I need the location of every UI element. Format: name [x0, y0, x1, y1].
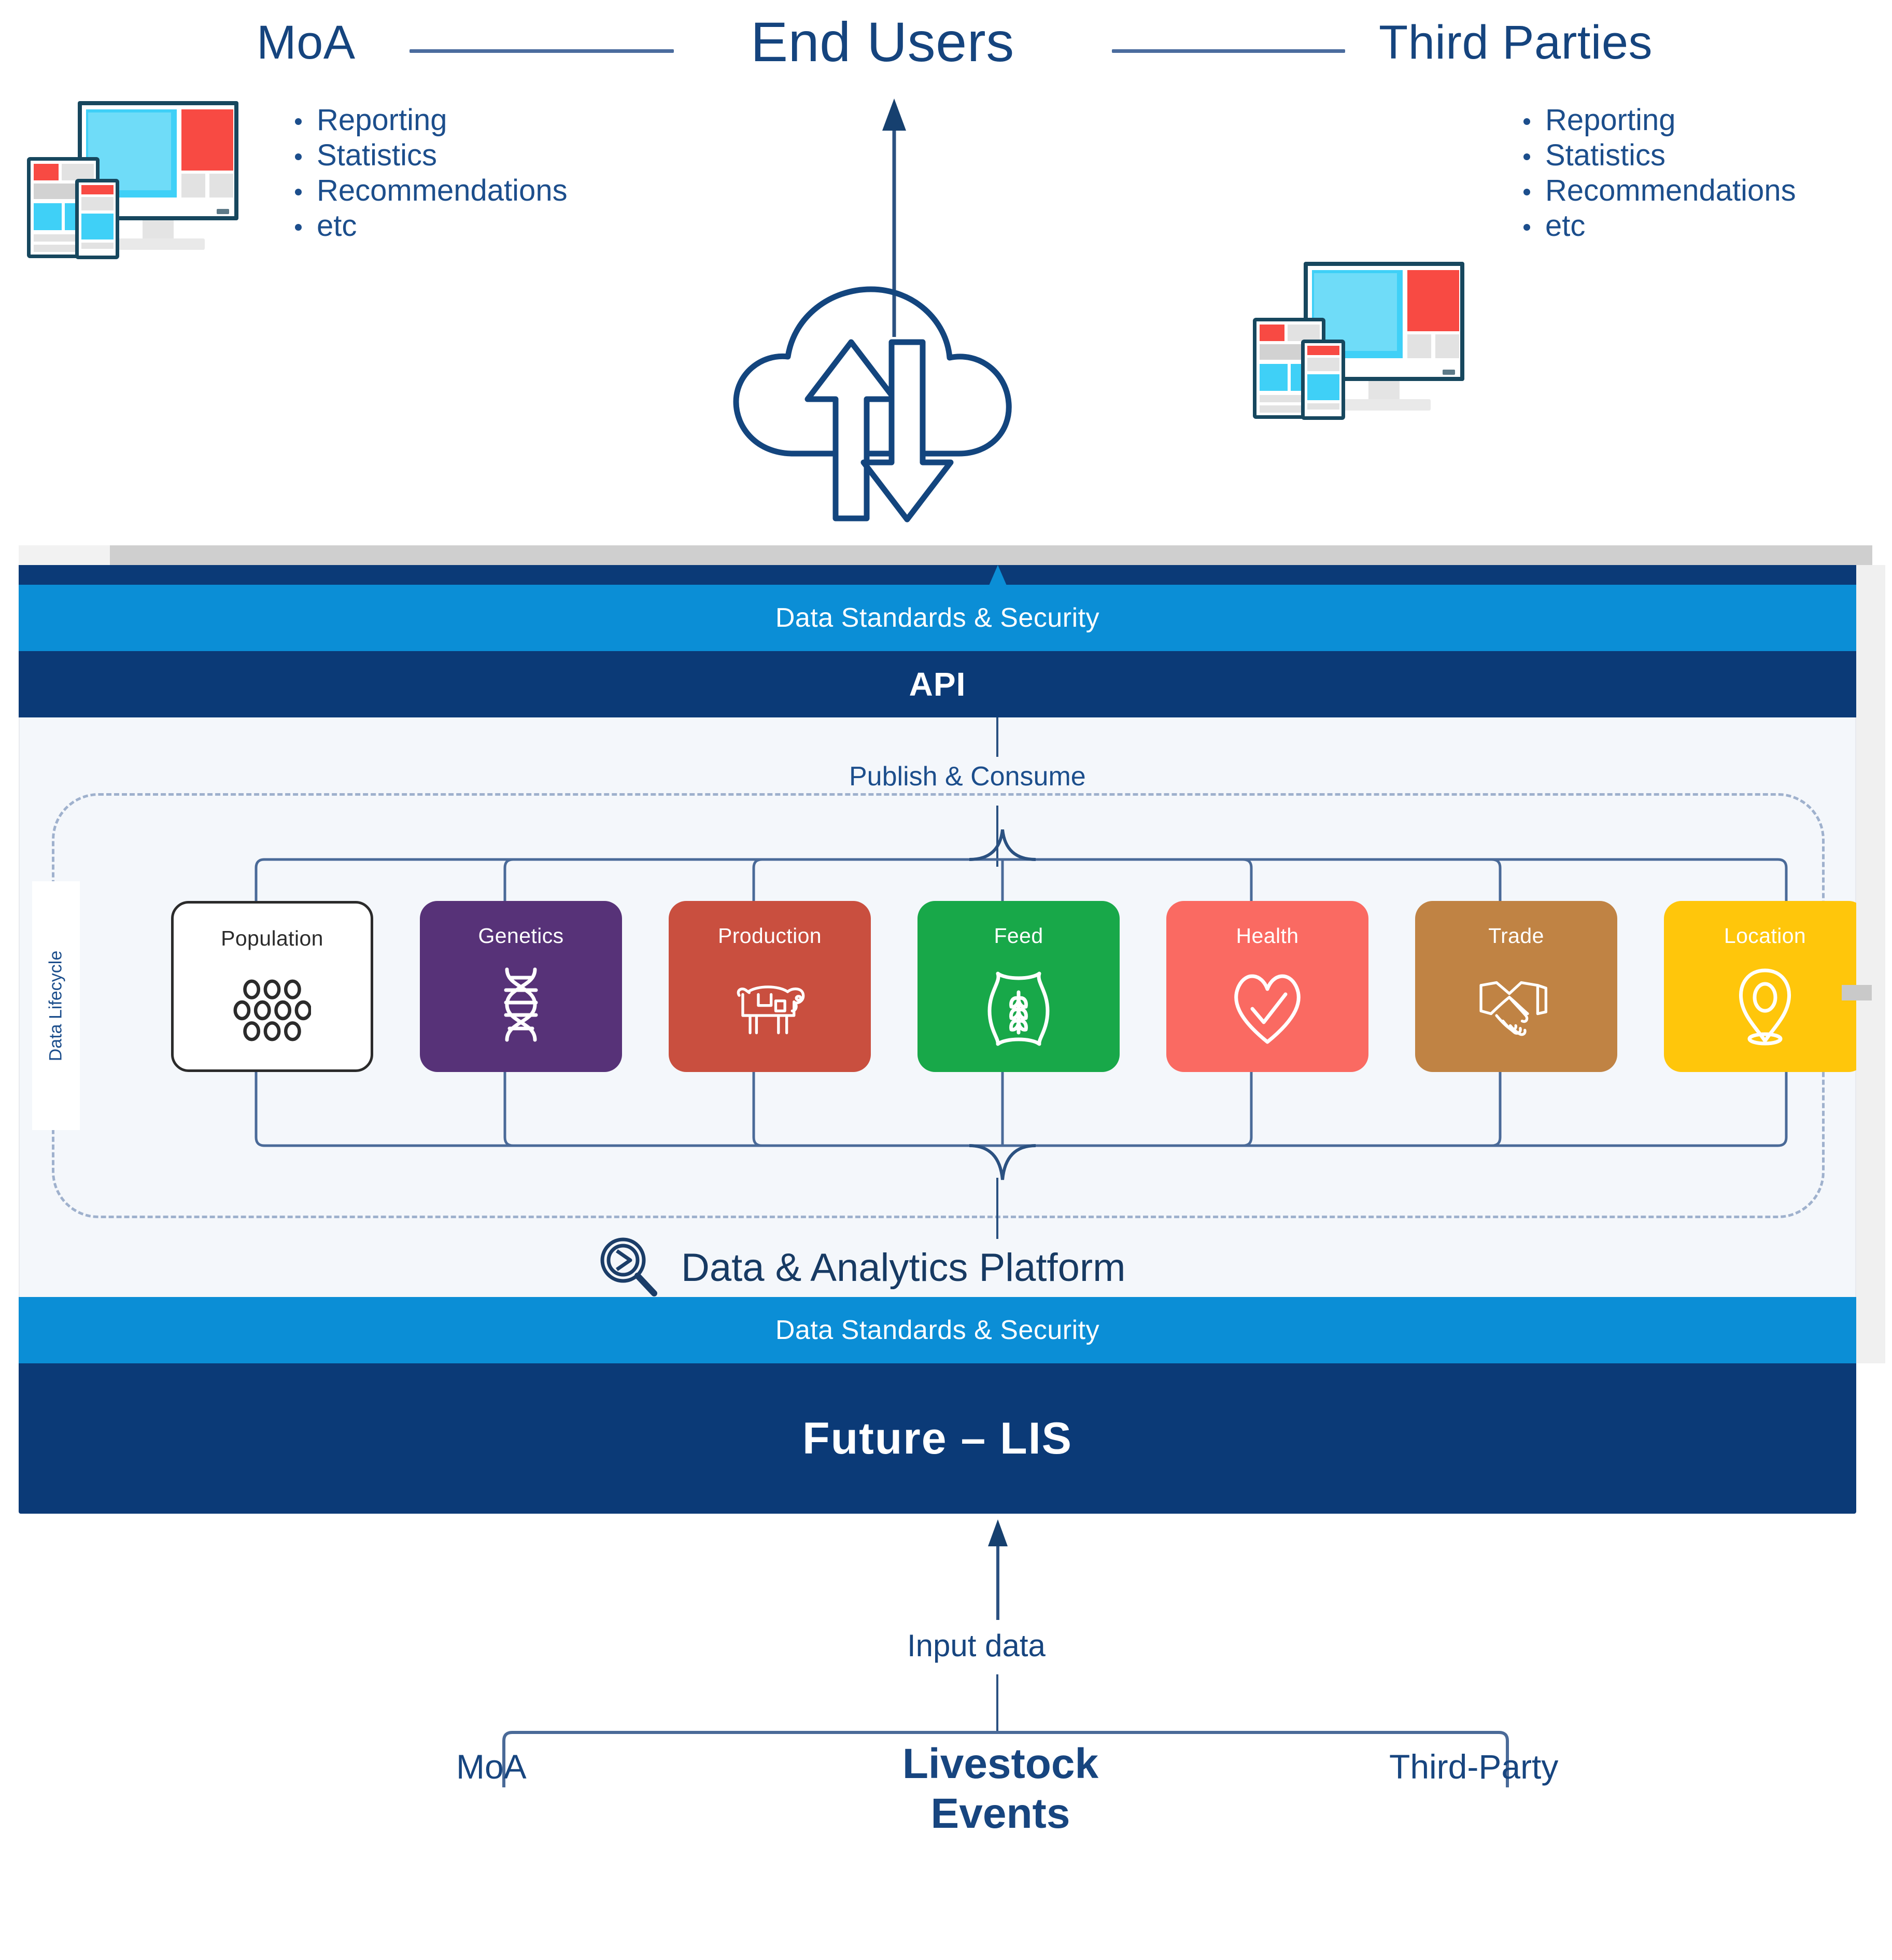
api-band[interactable]: API — [19, 651, 1856, 717]
data-analytics-platform-label: Data & Analytics Platform — [681, 1245, 1126, 1290]
api-to-publish-connector — [996, 717, 998, 757]
cloud-to-users-arrow — [882, 98, 906, 337]
publish-to-bus-connector — [996, 806, 998, 867]
third-parties-benefit-list: Reporting Statistics Recommendations etc — [1516, 103, 1796, 244]
data-lifecycle-label: Data Lifecycle — [46, 950, 66, 1061]
card-title: Trade — [1488, 924, 1544, 948]
data-analytics-platform-row[interactable]: Data & Analytics Platform — [596, 1234, 1125, 1301]
panel-right-scroll-thumb[interactable] — [1842, 985, 1872, 1000]
panel-top-navy-edge — [19, 565, 1856, 585]
list-item: Recommendations — [1516, 173, 1796, 208]
panel-right-scroll-track[interactable] — [1856, 565, 1885, 1363]
input-data-to-bracket — [996, 1674, 998, 1732]
top-bracket-connectors — [255, 829, 1788, 933]
moa-benefit-list: Reporting Statistics Recommendations etc — [288, 103, 568, 244]
dna-helix-icon — [482, 967, 560, 1047]
data-standards-band-bottom[interactable]: Data Standards & Security — [19, 1297, 1856, 1363]
data-standards-label-bottom: Data Standards & Security — [775, 1315, 1100, 1345]
card-title: Feed — [994, 924, 1043, 948]
grain-sack-icon — [980, 969, 1057, 1047]
future-lis-label: Future – LIS — [802, 1413, 1072, 1463]
population-dots-icon — [233, 971, 311, 1049]
card-title: Population — [221, 926, 323, 950]
card-title: Production — [717, 924, 822, 948]
domain-card-health[interactable]: Health — [1166, 901, 1368, 1072]
domain-card-trade[interactable]: Trade — [1415, 901, 1617, 1072]
panel-top-shadow — [110, 545, 1872, 566]
bottom-bracket-connectors — [255, 1072, 1788, 1180]
domain-card-production[interactable]: Production — [669, 901, 871, 1072]
bus-to-platform-connector — [996, 1178, 998, 1239]
third-parties-title: Third Parties — [1379, 16, 1653, 69]
domain-card-genetics[interactable]: Genetics — [420, 901, 622, 1072]
map-pin-icon — [1726, 968, 1804, 1047]
livestock-events-line1: Livestock — [902, 1740, 1099, 1787]
panel-corner-shadow — [19, 545, 112, 566]
data-standards-band-top[interactable]: Data Standards & Security — [19, 585, 1856, 651]
input-data-label: Input data — [907, 1628, 1046, 1663]
list-item: Reporting — [1516, 103, 1796, 138]
list-item: etc — [288, 208, 568, 244]
moa-title-rule — [410, 49, 674, 53]
list-item: Recommendations — [288, 173, 568, 208]
source-third-party-label: Third-Party — [1389, 1747, 1559, 1786]
domain-card-population[interactable]: Population — [171, 901, 373, 1072]
magnifier-analytics-icon — [596, 1235, 658, 1300]
list-item: etc — [1516, 208, 1796, 244]
domain-card-feed[interactable]: Feed — [917, 901, 1120, 1072]
input-data-arrow — [988, 1519, 1008, 1620]
phone-icon — [1301, 340, 1345, 420]
source-moa-label: MoA — [456, 1747, 527, 1786]
livestock-events-line2: Events — [930, 1790, 1070, 1837]
card-title: Genetics — [478, 924, 564, 948]
moa-device-cluster — [21, 96, 264, 259]
list-item: Statistics — [288, 138, 568, 173]
band-up-notch — [984, 565, 1011, 596]
third-parties-device-cluster — [1247, 257, 1490, 420]
third-parties-title-rule — [1112, 49, 1345, 53]
phone-icon — [75, 179, 119, 259]
api-label: API — [909, 666, 966, 703]
card-title: Health — [1236, 924, 1299, 948]
domain-card-location[interactable]: Location — [1664, 901, 1866, 1072]
list-item: Reporting — [288, 103, 568, 138]
cloud-sync-icon — [733, 286, 1012, 523]
heart-check-icon — [1229, 969, 1306, 1047]
livestock-events-label: Livestock Events — [876, 1739, 1125, 1839]
data-standards-label-top: Data Standards & Security — [775, 603, 1100, 633]
cloud-top-stub — [893, 259, 895, 288]
sources-bracket — [502, 1731, 1509, 1787]
list-item: Statistics — [1516, 138, 1796, 173]
data-lifecycle-tag: Data Lifecycle — [32, 881, 80, 1130]
card-title: Location — [1724, 924, 1806, 948]
cow-icon — [731, 969, 809, 1047]
moa-top-title: MoA — [257, 16, 356, 69]
publish-consume-label: Publish & Consume — [849, 762, 1086, 792]
future-lis-band[interactable]: Future – LIS — [19, 1363, 1856, 1514]
handshake-icon — [1477, 969, 1555, 1047]
end-users-title: End Users — [751, 10, 1014, 73]
